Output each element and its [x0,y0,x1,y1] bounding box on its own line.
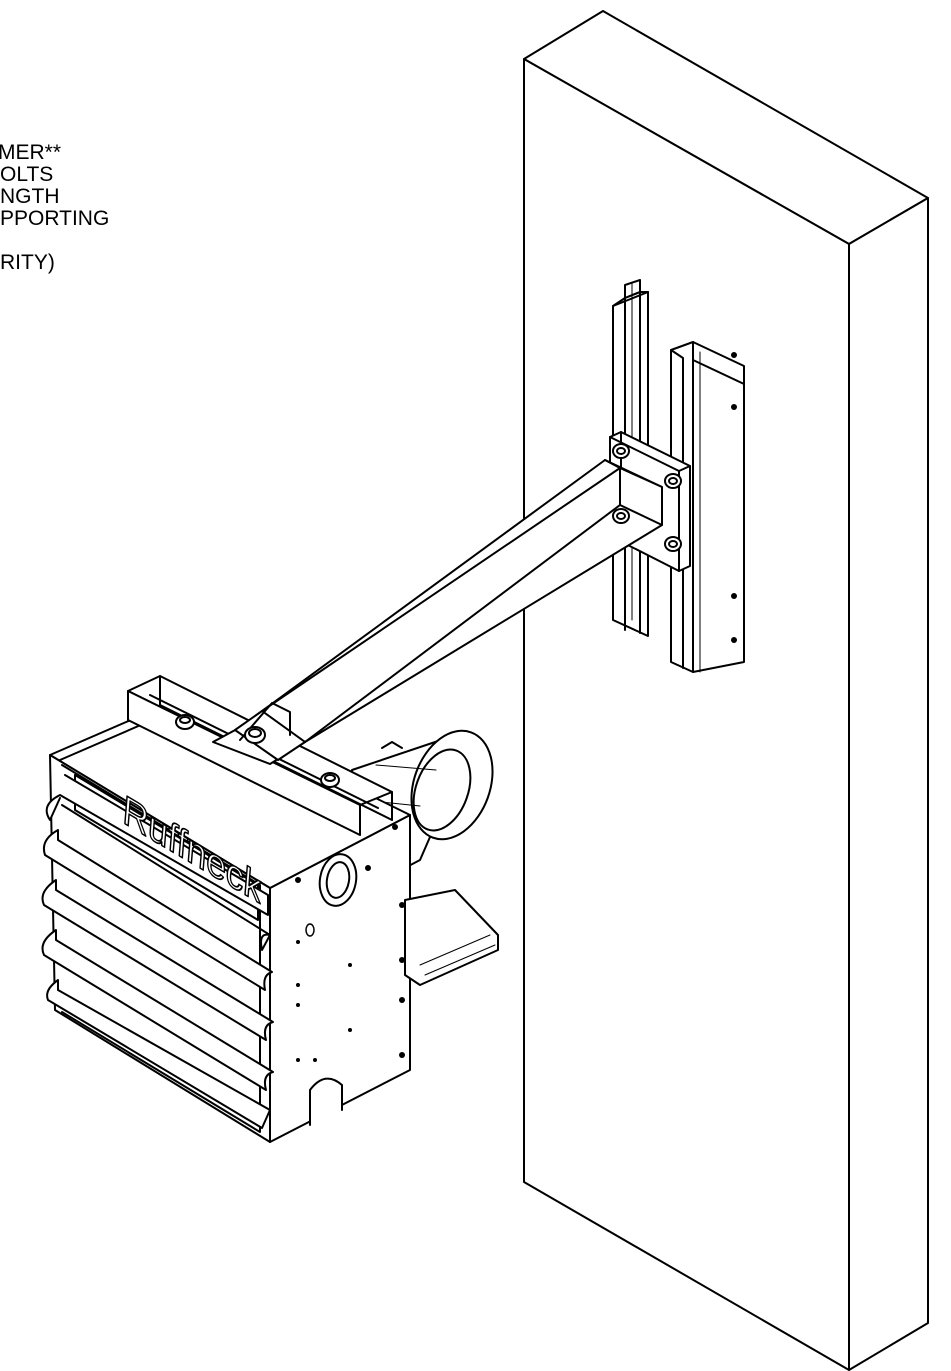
wall-plate-bolts [612,443,682,552]
louver-2 [42,829,273,991]
bolt-icon [320,772,340,788]
channel-bolts [175,714,340,788]
louver-5 [46,979,271,1129]
drain-opening [309,1077,343,1126]
note-line-3: NGTH [0,185,60,208]
louver-4 [41,929,274,1091]
support-arm [261,459,663,743]
note-line-2: OLTS [0,163,54,186]
heater-rear-bracket [404,889,499,986]
bolt-icon [612,508,630,524]
heater-side-panel [257,814,411,1143]
channel-hole [731,352,737,358]
bolt-icon [244,726,266,744]
wall-channel-right [670,341,745,673]
note-line-4: PPORTING [0,207,110,230]
conduit-knockout-icon [318,853,358,907]
louver-3 [41,879,274,1041]
heater-louvers [41,774,274,1129]
bolt-icon [175,714,195,730]
bolt-icon [612,443,630,459]
channel-hole [731,404,737,410]
bolt-icon [664,536,682,552]
channel-hole [731,593,737,599]
louver-1 [45,774,269,916]
bolt-icon [664,473,682,489]
wall-column [523,10,929,1371]
note-line-6: RITY) [0,251,55,274]
channel-hole [731,637,737,643]
arm-saddle-plate [212,702,306,765]
note-line-1: MER** [0,141,62,164]
